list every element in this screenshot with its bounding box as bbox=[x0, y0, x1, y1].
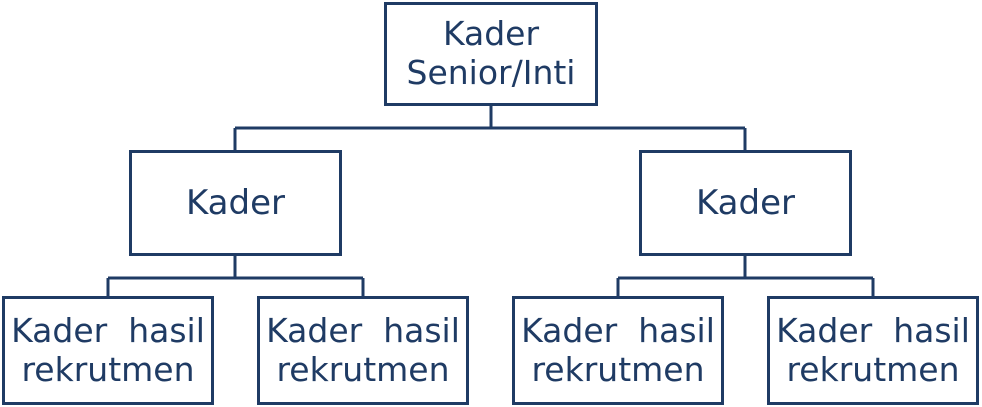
leaf-node-1-line1: Kader hasil bbox=[11, 310, 205, 350]
leaf-node-3: Kader hasil rekrutmen bbox=[512, 296, 724, 405]
middle-node-right: Kader bbox=[639, 150, 852, 256]
root-node: Kader Senior/Inti bbox=[384, 2, 598, 106]
leaf-node-2: Kader hasil rekrutmen bbox=[257, 296, 469, 405]
leaf-node-4: Kader hasil rekrutmen bbox=[767, 296, 979, 405]
leaf-node-2-line2: rekrutmen bbox=[276, 349, 450, 389]
middle-node-left: Kader bbox=[129, 150, 342, 256]
root-node-line2: Senior/Inti bbox=[406, 53, 576, 92]
middle-node-right-label: Kader bbox=[695, 182, 795, 223]
leaf-node-3-line1: Kader hasil bbox=[521, 310, 715, 350]
leaf-node-2-line1: Kader hasil bbox=[266, 310, 460, 350]
leaf-node-3-line2: rekrutmen bbox=[531, 349, 705, 389]
middle-node-left-label: Kader bbox=[185, 182, 285, 223]
root-node-line1: Kader bbox=[442, 14, 540, 54]
leaf-node-1: Kader hasil rekrutmen bbox=[2, 296, 214, 405]
leaf-node-1-line2: rekrutmen bbox=[21, 349, 195, 389]
leaf-node-4-line1: Kader hasil bbox=[776, 310, 970, 350]
leaf-node-4-line2: rekrutmen bbox=[786, 349, 960, 389]
